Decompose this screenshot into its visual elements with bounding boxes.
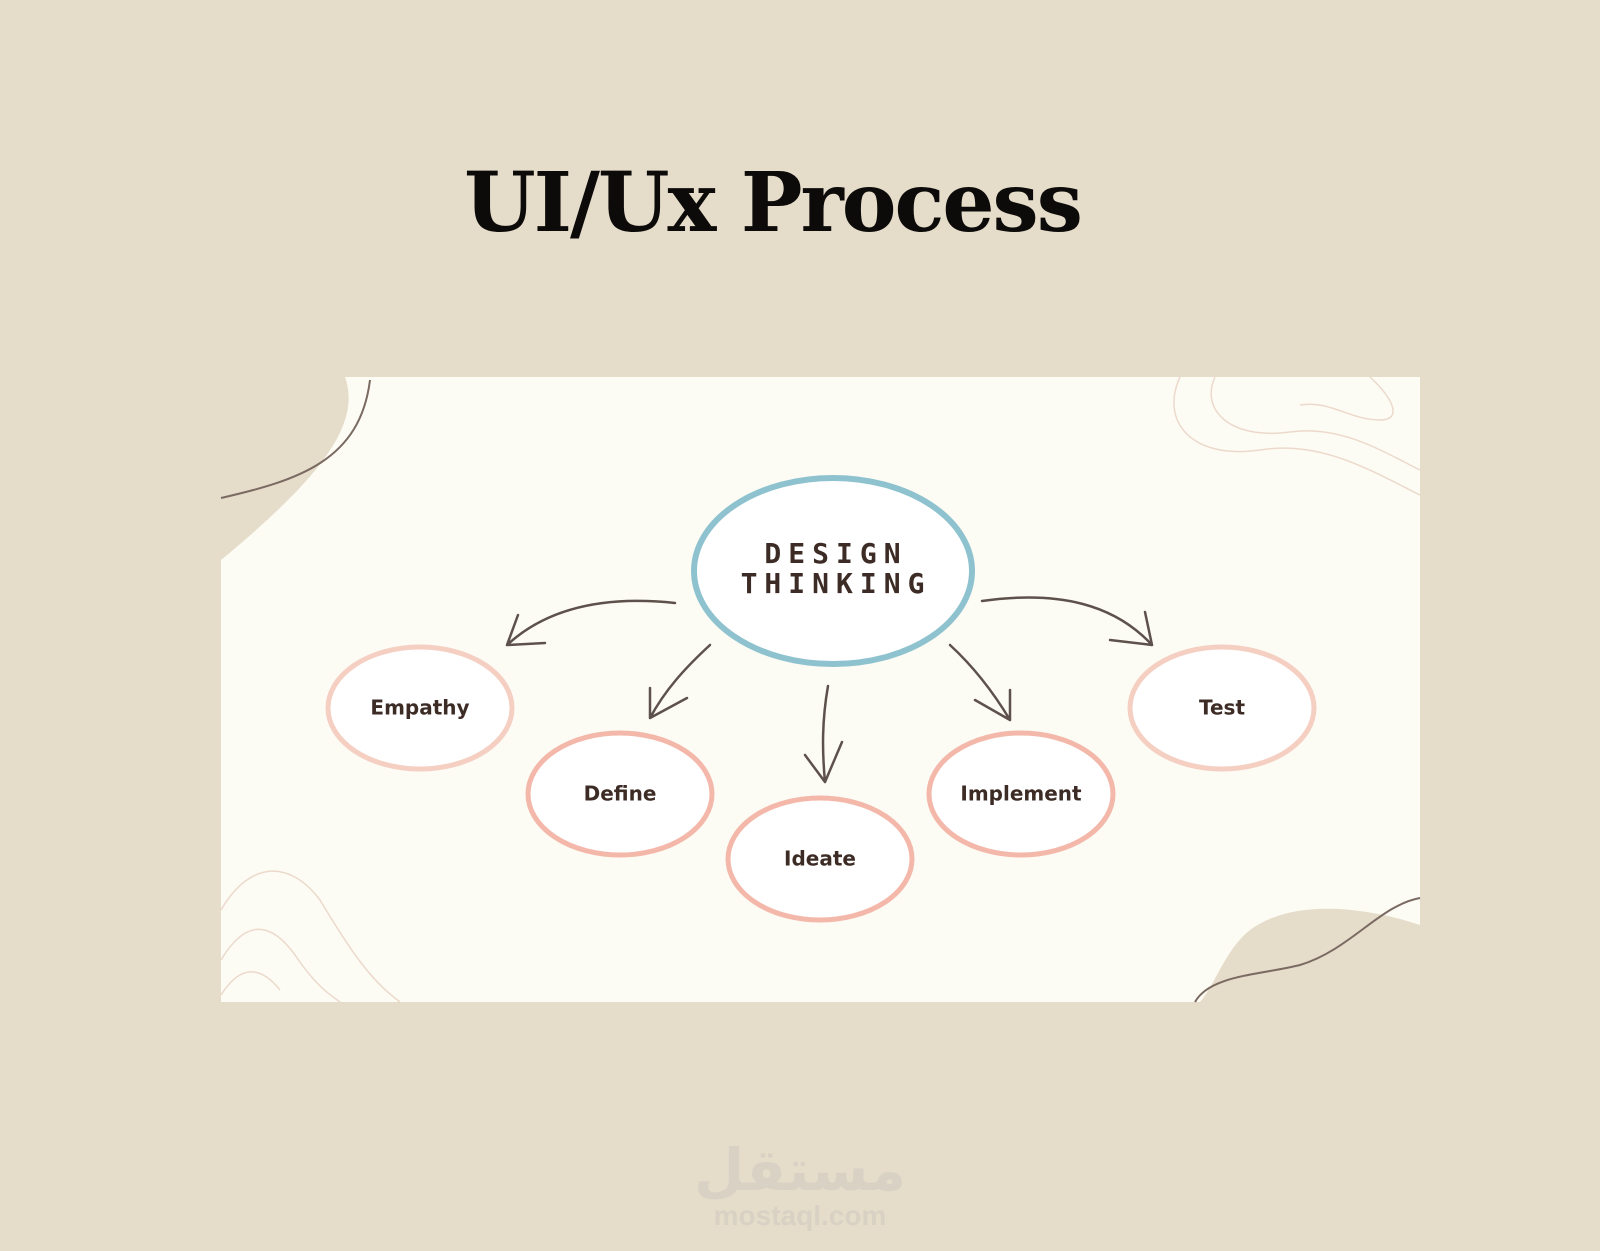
corner-blob-top-left bbox=[221, 377, 349, 560]
node-implement: Implement bbox=[926, 730, 1116, 858]
center-label-line1: DESIGN bbox=[764, 537, 907, 570]
arrow-to-test bbox=[980, 596, 1154, 647]
center-label-line2: THINKING bbox=[741, 567, 932, 600]
watermark-latin: mostaql.com bbox=[713, 1200, 887, 1231]
node-label: Define bbox=[584, 782, 657, 806]
page-title: UI/Ux Process bbox=[464, 155, 1083, 251]
node-ideate: Ideate bbox=[725, 795, 915, 923]
watermark: مستقل mostaql.com bbox=[0, 1140, 1600, 1232]
node-label: Empathy bbox=[370, 696, 469, 720]
decor-line bbox=[220, 379, 371, 499]
corner-blob-bottom-right bbox=[1200, 908, 1420, 1002]
arrow-to-ideate bbox=[803, 684, 844, 784]
arrow-to-implement bbox=[948, 643, 1012, 722]
arrow-to-empathy bbox=[505, 599, 677, 647]
watermark-arabic: مستقل bbox=[693, 1136, 907, 1204]
arrows bbox=[505, 596, 1154, 784]
topo-lines-bottom-left bbox=[220, 870, 401, 1003]
node-label: Test bbox=[1199, 696, 1245, 720]
node-label: Ideate bbox=[784, 847, 856, 871]
node-empathy: Empathy bbox=[325, 644, 515, 772]
topo-lines-top-right bbox=[1173, 376, 1421, 496]
node-label: Implement bbox=[960, 782, 1082, 806]
center-node-design-thinking: DESIGN THINKING bbox=[691, 475, 975, 667]
decor-line bbox=[1194, 897, 1421, 1003]
node-test: Test bbox=[1127, 644, 1317, 772]
node-define: Define bbox=[525, 730, 715, 858]
arrow-to-define bbox=[648, 643, 712, 720]
